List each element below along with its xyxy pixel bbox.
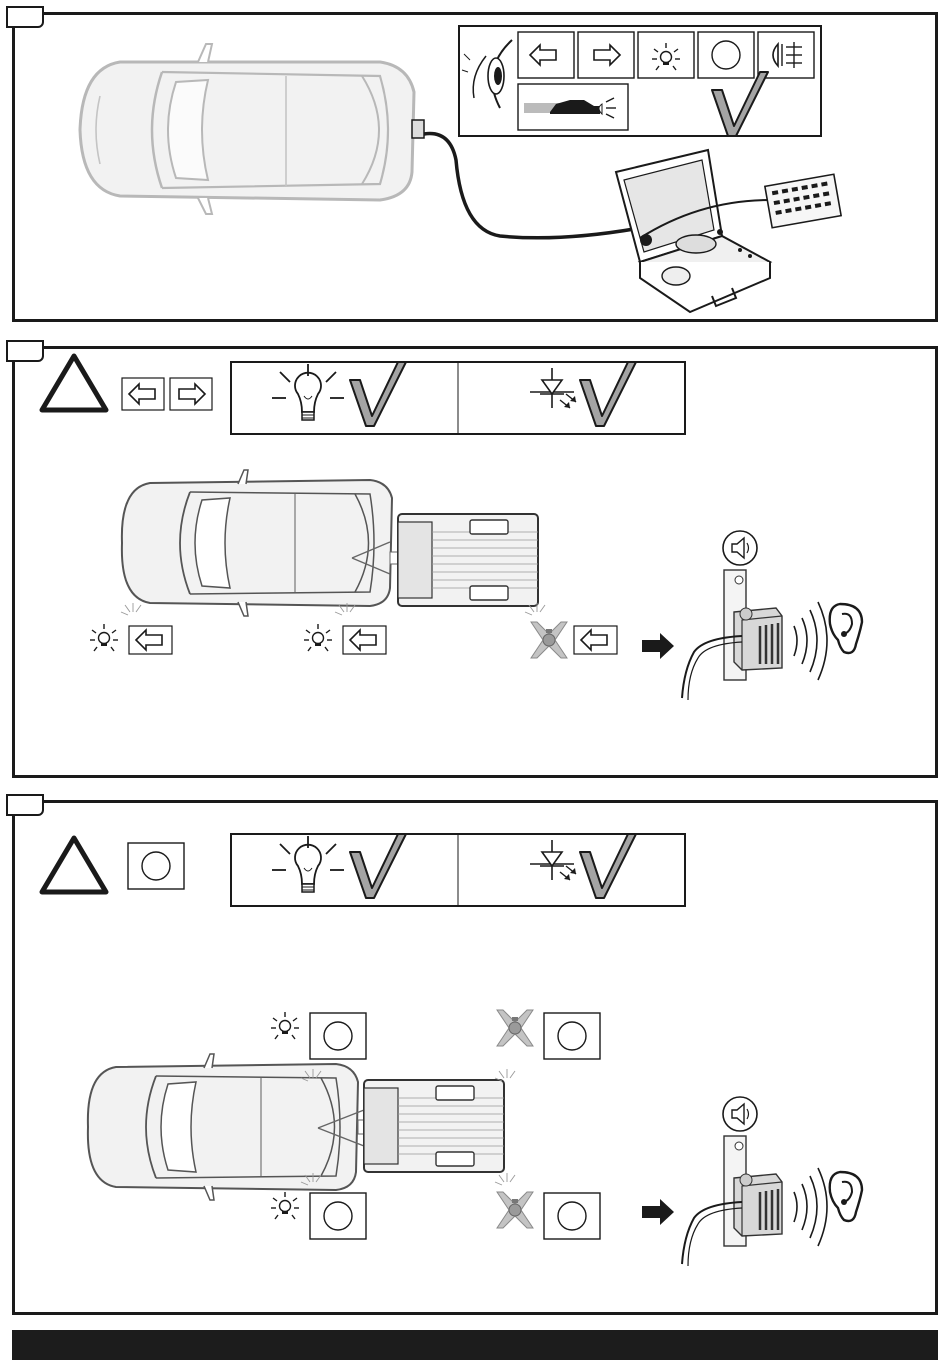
- speaker-icon: [723, 1097, 757, 1131]
- black-arrow-icon: [642, 1199, 674, 1225]
- warning-triangle-icon: [42, 838, 106, 892]
- ear-icon: [830, 1172, 862, 1221]
- trailer-top-view: [364, 1080, 504, 1172]
- circle-icon: [712, 41, 740, 69]
- lamp-icon: [90, 624, 118, 651]
- test-cable: [424, 134, 640, 238]
- failed-lamp-icon: [497, 1192, 533, 1228]
- ear-icon: [830, 604, 862, 653]
- lamp-icon: [304, 624, 332, 651]
- vehicle-top-view: [122, 470, 392, 616]
- light-glow: [495, 1069, 515, 1081]
- tail-light-box: [544, 1013, 600, 1059]
- lamp-function-legend: [459, 26, 821, 136]
- lamp-icon: [271, 1192, 299, 1219]
- light-glow: [121, 603, 141, 615]
- buzzer-device: [682, 1136, 827, 1266]
- tow-socket: [412, 120, 424, 138]
- warning-triangle-icon: [42, 356, 106, 410]
- tail-light-box: [128, 843, 184, 889]
- speaker-icon: [723, 531, 757, 565]
- light-glow: [495, 1173, 515, 1185]
- trailer-top-view: [398, 514, 538, 606]
- failed-lamp-icon: [531, 622, 567, 658]
- black-arrow-icon: [642, 633, 674, 659]
- vehicle-top-view: [80, 44, 414, 214]
- tail-light-box: [310, 1193, 366, 1239]
- tail-light-box: [544, 1193, 600, 1239]
- failed-lamp-icon: [497, 1010, 533, 1046]
- buzzer-device: [682, 570, 827, 700]
- tail-light-box: [310, 1013, 366, 1059]
- tester-case: [616, 150, 841, 312]
- lamp-icon: [271, 1012, 299, 1039]
